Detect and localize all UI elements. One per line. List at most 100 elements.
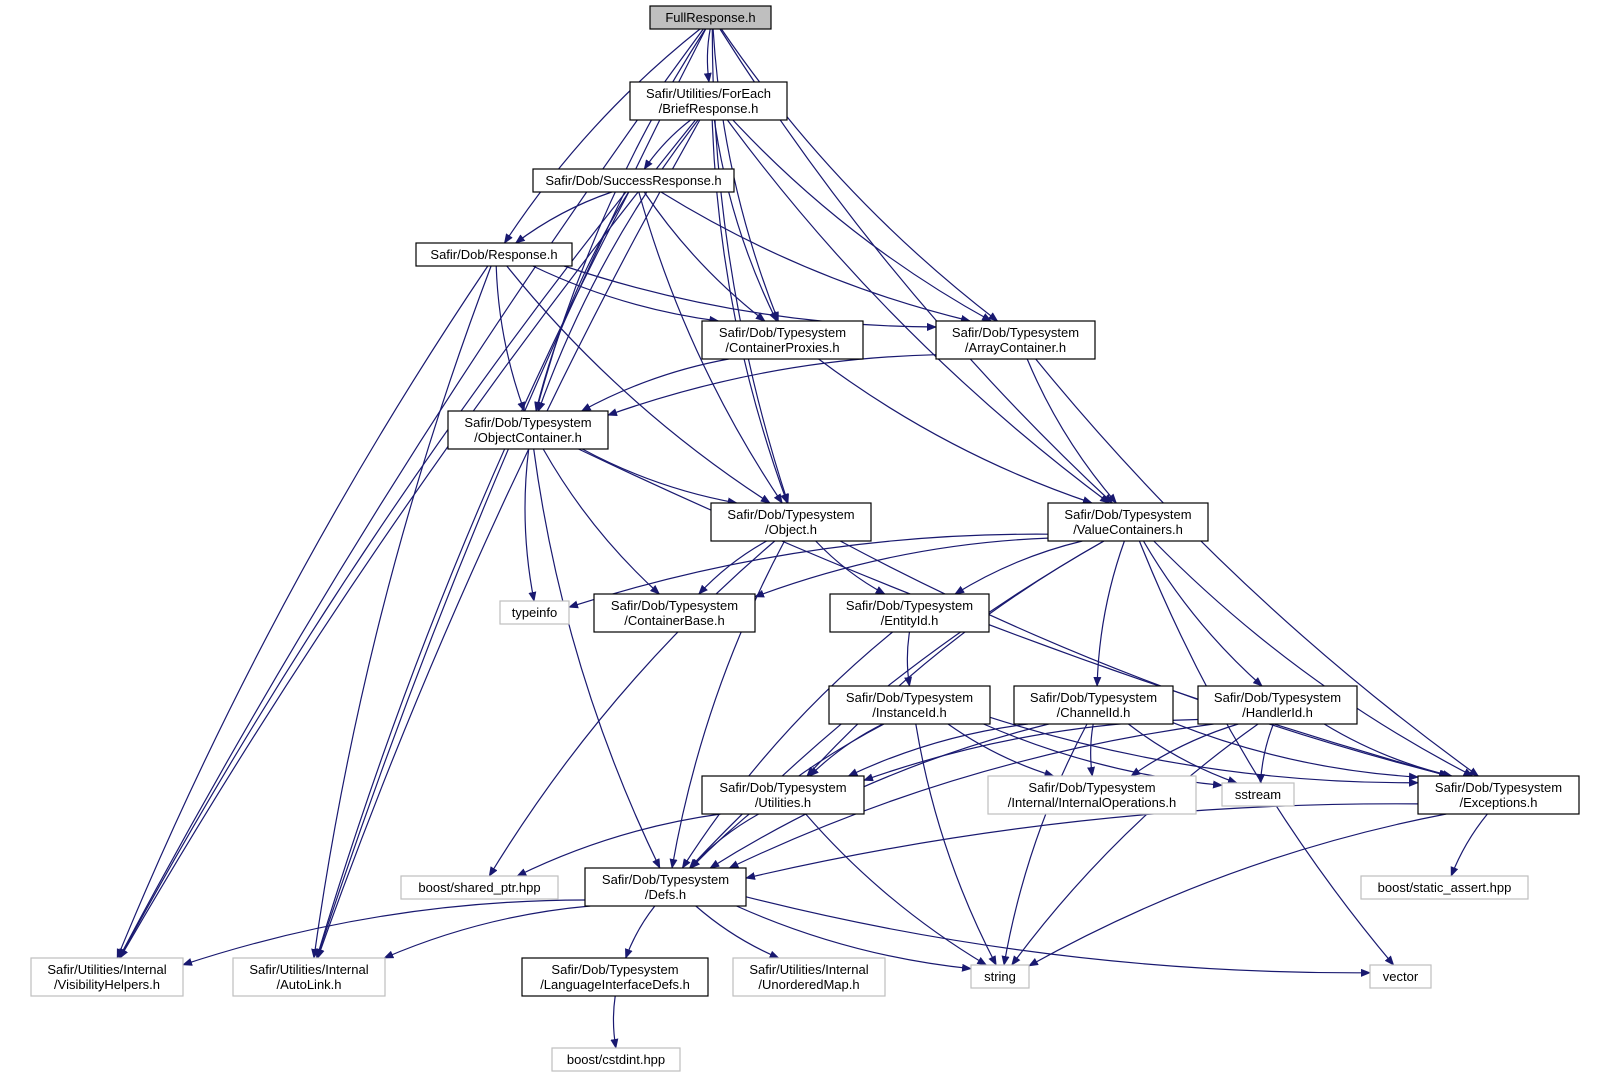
edge-response-to-containerproxies — [532, 265, 720, 324]
edge-response-to-arraycontainer — [563, 265, 937, 331]
node-valuecontainers[interactable]: Safir/Dob/Typesystem/ValueContainers.h — [1047, 502, 1209, 542]
node-valuecontainers-label-0: Safir/Dob/Typesystem — [1064, 507, 1191, 522]
node-handlerid[interactable]: Safir/Dob/Typesystem/HandlerId.h — [1197, 685, 1358, 725]
node-internalops-label-1: /Internal/InternalOperations.h — [1008, 795, 1176, 810]
node-objectcontainer[interactable]: Safir/Dob/Typesystem/ObjectContainer.h — [447, 410, 609, 450]
node-instanceid-label-0: Safir/Dob/Typesystem — [846, 690, 973, 705]
edge-objectcontainer-to-typeinfo — [524, 448, 537, 602]
edge-response-to-objectcontainer — [495, 265, 525, 412]
edge-fullresponse-to-autolink — [316, 28, 707, 959]
node-autolink-box — [232, 957, 386, 997]
edge-instanceid-to-string — [915, 723, 997, 966]
node-vector-box — [1369, 964, 1432, 989]
edges-layer — [116, 28, 1488, 1049]
node-objectcontainer-label-0: Safir/Dob/Typesystem — [464, 415, 591, 430]
edge-successresponse-to-visibility — [119, 191, 627, 959]
node-autolink-label-1: /AutoLink.h — [276, 977, 341, 992]
node-sharedptr-label-0: boost/shared_ptr.hpp — [418, 880, 540, 895]
node-cstdint-label-0: boost/cstdint.hpp — [567, 1052, 665, 1067]
node-utilities[interactable]: Safir/Dob/Typesystem/Utilities.h — [701, 775, 865, 815]
node-containerbase-label-0: Safir/Dob/Typesystem — [611, 598, 738, 613]
node-successresponse[interactable]: Safir/Dob/SuccessResponse.h — [532, 168, 735, 193]
node-instanceid[interactable]: Safir/Dob/Typesystem/InstanceId.h — [828, 685, 991, 725]
node-vector: vector — [1369, 964, 1432, 989]
node-staticassert-box — [1360, 875, 1529, 900]
node-channelid[interactable]: Safir/Dob/Typesystem/ChannelId.h — [1013, 685, 1174, 725]
edge-handlerid-to-string — [1011, 723, 1259, 966]
node-response[interactable]: Safir/Dob/Response.h — [415, 242, 573, 267]
edge-defs-to-autolink — [383, 905, 591, 959]
edge-channelid-to-defs — [709, 723, 1049, 869]
edge-objectcontainer-to-object — [582, 448, 738, 506]
edge-objectcontainer-to-defs — [533, 448, 661, 869]
edge-briefresponse-to-visibility — [119, 119, 696, 959]
node-typeinfo-box — [499, 600, 570, 625]
edge-briefresponse-to-successresponse — [643, 119, 691, 170]
node-vector-label-0: vector — [1383, 969, 1419, 984]
edge-objectcontainer-to-containerbase — [542, 448, 661, 595]
edge-valuecontainers-to-typeinfo — [568, 533, 1049, 609]
node-entityid-box — [829, 593, 990, 633]
edge-object-to-sharedptr — [488, 540, 776, 877]
node-unorderedmap: Safir/Utilities/Internal/UnorderedMap.h — [732, 957, 886, 997]
edge-handlerid-to-sstream — [1257, 723, 1274, 784]
edge-objectcontainer-to-exceptions — [578, 448, 1449, 778]
node-containerproxies-box — [701, 320, 864, 360]
edge-valuecontainers-to-exceptions — [1153, 540, 1474, 777]
node-defs[interactable]: Safir/Dob/Typesystem/Defs.h — [584, 867, 747, 907]
node-visibility-label-1: /VisibilityHelpers.h — [54, 977, 160, 992]
node-arraycontainer-box — [935, 320, 1096, 360]
node-entityid-label-1: /EntityId.h — [881, 613, 939, 628]
edge-defs-to-string — [736, 905, 972, 972]
node-cstdint: boost/cstdint.hpp — [551, 1047, 681, 1072]
node-fullresponse[interactable]: FullResponse.h — [649, 5, 772, 30]
node-langdefs[interactable]: Safir/Dob/Typesystem/LanguageInterfaceDe… — [521, 957, 709, 997]
edge-handlerid-to-internalops — [1130, 723, 1239, 777]
node-containerbase[interactable]: Safir/Dob/Typesystem/ContainerBase.h — [593, 593, 756, 633]
node-cstdint-box — [551, 1047, 681, 1072]
node-object[interactable]: Safir/Dob/Typesystem/Object.h — [710, 502, 872, 542]
node-defs-box — [584, 867, 747, 907]
edge-valuecontainers-to-entityid — [954, 540, 1083, 595]
edge-valuecontainers-to-handlerid — [1142, 540, 1263, 687]
node-entityid-label-0: Safir/Dob/Typesystem — [846, 598, 973, 613]
node-objectcontainer-box — [447, 410, 609, 450]
edge-valuecontainers-to-vector — [1138, 540, 1395, 966]
node-containerproxies[interactable]: Safir/Dob/Typesystem/ContainerProxies.h — [701, 320, 864, 360]
node-arraycontainer[interactable]: Safir/Dob/Typesystem/ArrayContainer.h — [935, 320, 1096, 360]
node-sharedptr-box — [400, 875, 559, 900]
node-channelid-box — [1013, 685, 1174, 725]
node-briefresponse-box — [629, 81, 788, 121]
edge-briefresponse-to-containerproxies — [713, 119, 778, 322]
node-channelid-label-0: Safir/Dob/Typesystem — [1030, 690, 1157, 705]
edge-handlerid-to-exceptions — [1323, 723, 1453, 778]
edge-containerproxies-to-objectcontainer — [580, 358, 729, 412]
edge-utilities-to-string — [805, 813, 988, 966]
nodes-layer: FullResponse.hSafir/Utilities/ForEach/Br… — [30, 5, 1580, 1072]
node-internalops-label-0: Safir/Dob/Typesystem — [1028, 780, 1155, 795]
edge-successresponse-to-containerproxies — [643, 191, 766, 322]
node-exceptions[interactable]: Safir/Dob/Typesystem/Exceptions.h — [1417, 775, 1580, 815]
node-instanceid-label-1: /InstanceId.h — [872, 705, 946, 720]
edge-object-to-defs — [669, 540, 786, 869]
node-handlerid-label-0: Safir/Dob/Typesystem — [1214, 690, 1341, 705]
node-briefresponse[interactable]: Safir/Utilities/ForEach/BriefResponse.h — [629, 81, 788, 121]
node-containerbase-label-1: /ContainerBase.h — [624, 613, 724, 628]
edge-utilities-to-sharedptr — [516, 813, 721, 877]
node-arraycontainer-label-1: /ArrayContainer.h — [965, 340, 1066, 355]
edge-channelid-to-utilities — [847, 723, 1029, 777]
node-defs-label-0: Safir/Dob/Typesystem — [602, 872, 729, 887]
edge-handlerid-to-defs — [728, 723, 1214, 869]
node-typeinfo-label-0: typeinfo — [512, 605, 558, 620]
edge-fullresponse-to-response — [503, 28, 701, 244]
node-object-label-0: Safir/Dob/Typesystem — [727, 507, 854, 522]
edge-fullresponse-to-arraycontainer — [720, 28, 999, 322]
node-defs-label-1: /Defs.h — [645, 887, 686, 902]
edge-defs-to-visibility — [182, 899, 586, 966]
node-objectcontainer-label-1: /ObjectContainer.h — [474, 430, 582, 445]
node-sharedptr: boost/shared_ptr.hpp — [400, 875, 559, 900]
node-autolink: Safir/Utilities/Internal/AutoLink.h — [232, 957, 386, 997]
node-langdefs-box — [521, 957, 709, 997]
node-entityid[interactable]: Safir/Dob/Typesystem/EntityId.h — [829, 593, 990, 633]
